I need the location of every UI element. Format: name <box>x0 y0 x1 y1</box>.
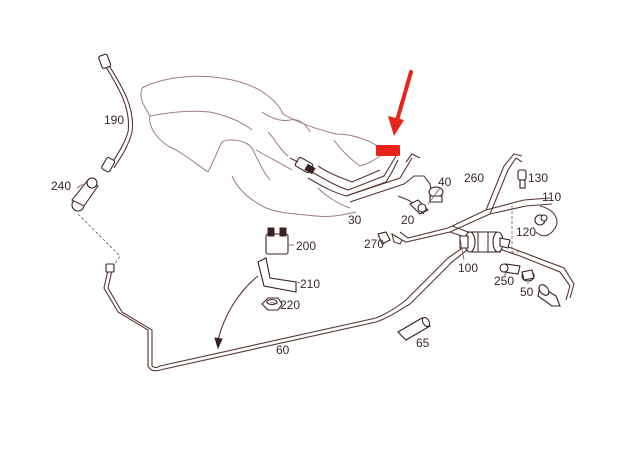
leader-dashed-120 <box>511 206 520 253</box>
leader-arrow-210 <box>214 275 259 350</box>
label-210: 210 <box>300 277 320 291</box>
label-60: 60 <box>276 343 290 357</box>
part-30-pipes <box>289 153 433 203</box>
leader-dashed-240 <box>77 213 121 269</box>
label-220: 220 <box>280 298 300 312</box>
red-pointer-arrow <box>388 70 413 136</box>
part-270-clip <box>377 231 391 245</box>
part-210-bracket <box>257 257 301 293</box>
label-200: 200 <box>296 239 316 253</box>
part-220-nut <box>261 297 283 311</box>
part-20-clip <box>397 195 429 215</box>
part-100-fuel-filter <box>459 231 511 253</box>
part-190-hose <box>98 53 134 173</box>
label-40: 40 <box>438 175 452 189</box>
part-connector-lower-right <box>537 284 561 307</box>
label-270: 270 <box>364 237 384 251</box>
highlight-tag <box>376 145 400 156</box>
part-50-clamp <box>521 269 535 282</box>
label-30: 30 <box>348 213 362 227</box>
part-240-clamp <box>71 177 99 212</box>
part-65-sleeve <box>397 316 431 341</box>
label-20: 20 <box>401 213 415 227</box>
part-110-hose <box>534 205 558 237</box>
part-250-fitting <box>499 263 521 275</box>
label-100: 100 <box>458 261 478 275</box>
label-260: 260 <box>464 171 484 185</box>
label-50: 50 <box>520 285 534 299</box>
part-200-bracket <box>265 227 294 255</box>
label-120: 120 <box>516 225 536 239</box>
part-labels: 190 240 30 20 40 260 130 110 120 270 100… <box>51 113 561 357</box>
fuel-tank-outline <box>140 75 381 217</box>
label-240: 240 <box>51 179 71 193</box>
leader-lines <box>269 187 529 305</box>
label-130: 130 <box>528 171 548 185</box>
label-65: 65 <box>416 336 430 350</box>
label-250: 250 <box>494 274 514 288</box>
label-190: 190 <box>104 113 124 127</box>
label-110: 110 <box>542 190 561 204</box>
part-130-fitting <box>517 169 527 189</box>
part-60-fuel-line <box>103 231 475 372</box>
